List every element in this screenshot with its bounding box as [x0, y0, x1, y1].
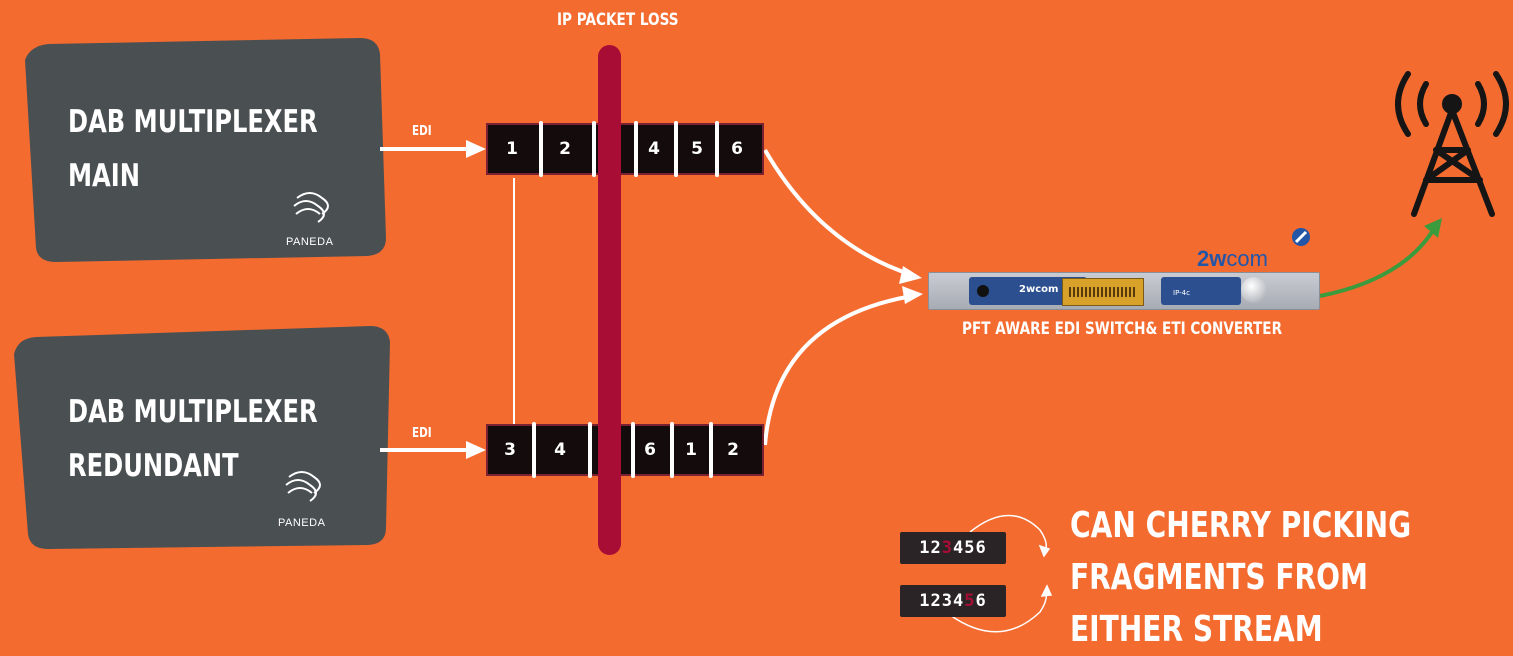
device-brand: 2wcom: [1197, 246, 1268, 271]
packet-separator: [532, 422, 536, 478]
card-redundant-title: DAB MULTIPLEXER REDUNDANT: [68, 394, 318, 484]
edi-arrow-main: [380, 140, 486, 158]
packet-separator: [539, 121, 543, 177]
paneda-logo-text: PANEDA: [286, 236, 334, 248]
packet-separator: [634, 121, 638, 177]
mini-strip-2: 123456: [900, 585, 1006, 617]
packet-strip-main: 1 2 4 5 6: [486, 121, 764, 177]
device-right-panel: IP-4c: [1161, 277, 1241, 305]
packet-cell: 4: [648, 139, 660, 159]
device-model-label: IP-4c: [1173, 289, 1190, 297]
device-dial-icon: [1241, 277, 1267, 303]
device-display: [1062, 278, 1144, 306]
packet-cell: 1: [506, 139, 518, 159]
card-redundant-shape: [14, 326, 390, 549]
curve-arrow-main: [763, 148, 922, 284]
packet-cell: 1: [685, 440, 697, 460]
edi-label-redundant: EDI: [412, 426, 432, 441]
packet-separator: [670, 422, 674, 478]
paneda-logo-text: PANEDA: [278, 517, 326, 529]
device-caption: PFT AWARE EDI SWITCH& ETI CONVERTER: [962, 319, 1283, 339]
packet-cell: 3: [504, 440, 516, 460]
packet-separator: [674, 121, 678, 177]
packet-separator: [709, 422, 713, 478]
curve-arrow-redundant: [763, 286, 923, 446]
output-arrow: [1319, 218, 1442, 298]
card-main-title: DAB MULTIPLEXER MAIN: [68, 104, 318, 194]
edi-switch-device: 2wcom IP-4c: [928, 272, 1320, 310]
packet-cell: 5: [691, 139, 703, 159]
packet-separator: [631, 422, 635, 478]
packet-cell: 4: [554, 440, 566, 460]
card-main-shape: [25, 38, 386, 262]
packet-cell: 2: [727, 440, 739, 460]
packet-separator: [588, 422, 592, 478]
device-knob-icon: [977, 285, 989, 297]
packet-strip-redundant: 3 4 6 1 2: [486, 422, 764, 478]
packet-separator: [592, 121, 596, 177]
radio-tower-icon: [1395, 71, 1509, 217]
device-panel-brand: 2wcom: [1019, 284, 1059, 295]
packet-cell: 6: [644, 440, 656, 460]
cherry-text: CAN CHERRY PICKING FRAGMENTS FROM EITHER…: [1070, 505, 1412, 650]
packet-loss-bar: [598, 45, 621, 555]
packet-cell: 6: [731, 139, 743, 159]
2wcom-brand-icon: [1292, 228, 1310, 246]
mini-strip-1: 123456: [900, 532, 1006, 564]
edi-label-main: EDI: [412, 124, 432, 139]
packet-separator: [715, 121, 719, 177]
packet-loss-title: IP PACKET LOSS: [557, 10, 679, 30]
edi-arrow-redundant: [380, 441, 486, 459]
cherry-loop-arrows: [949, 514, 1053, 633]
packet-cell: 2: [559, 139, 571, 159]
